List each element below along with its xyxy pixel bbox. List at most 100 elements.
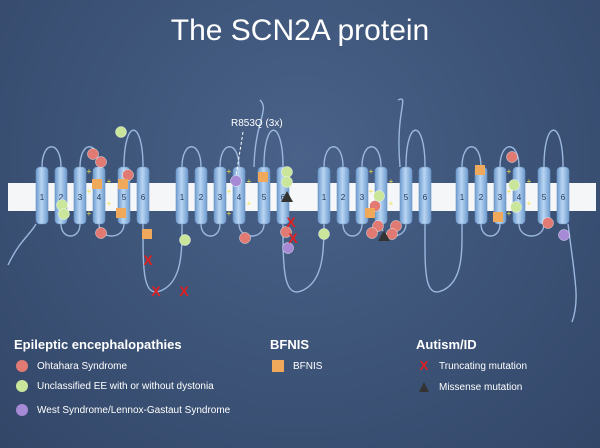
segment-number: 2 <box>341 193 346 202</box>
segment-number: 1 <box>180 193 185 202</box>
helix-segment: 4 <box>512 166 526 225</box>
ohtahara-mutation-marker <box>239 232 251 244</box>
missense-triangle-icon <box>419 382 429 392</box>
legend-item-truncating: X Truncating mutation <box>418 358 527 373</box>
helix-segment: 1 <box>455 166 469 225</box>
segment-number: 1 <box>322 193 327 202</box>
slide-title: The SCN2A protein <box>170 14 430 47</box>
charge-plus: + <box>507 167 512 176</box>
unclassified-mutation-marker <box>281 176 293 188</box>
helix-segment: 6 <box>136 166 150 225</box>
helix-segment: 2 <box>336 166 350 225</box>
segment-number: 5 <box>542 193 547 202</box>
annotation-label: R853Q (3x) <box>231 118 283 129</box>
legend-label: Ohtahara Syndrome <box>37 360 128 372</box>
helix-segment: 3 <box>213 166 227 225</box>
ohtahara-mutation-marker <box>95 156 107 168</box>
charge-markers: ++++++++++++++++++++ <box>87 167 532 218</box>
legend-label: West Syndrome/Lennox-Gastaut Syndrome <box>37 404 231 416</box>
truncating-x-icon: X <box>419 358 429 373</box>
segment-number: 6 <box>561 193 566 202</box>
west-mutation-marker <box>230 175 242 187</box>
ohtahara-mutation-marker <box>506 151 518 163</box>
bfnis-mutation-marker <box>365 208 375 218</box>
legend-item-unclassified: Unclassified EE with or without dystonia <box>16 380 214 392</box>
charge-plus: + <box>87 187 92 196</box>
legend-heading-epileptic: Epileptic encephalopathies <box>14 337 182 352</box>
bfnis-square-icon <box>272 360 284 372</box>
truncating-mutation-marker: X <box>286 214 296 230</box>
segment-number: 5 <box>262 193 267 202</box>
helix-segment: 2 <box>194 166 208 225</box>
segment-number: 4 <box>517 193 522 202</box>
charge-plus: + <box>247 177 252 186</box>
west-dot-icon <box>16 404 28 416</box>
helix-segment: 5 <box>537 166 551 225</box>
segment-number: 6 <box>423 193 428 202</box>
charge-plus: + <box>527 199 532 208</box>
charge-plus: + <box>107 177 112 186</box>
charge-plus: + <box>369 187 374 196</box>
segment-number: 1 <box>40 193 45 202</box>
helix-segment: 4 <box>92 166 106 225</box>
missense-mutation-marker <box>378 230 390 241</box>
charge-plus: + <box>107 199 112 208</box>
charge-plus: + <box>227 167 232 176</box>
ohtahara-mutation-marker <box>386 228 398 240</box>
segment-number: 3 <box>218 193 223 202</box>
legend-label: BFNIS <box>293 360 323 372</box>
bfnis-mutation-marker <box>116 208 126 218</box>
unclassified-mutation-marker <box>508 179 520 191</box>
legend-label: Unclassified EE with or without dystonia <box>37 380 214 392</box>
segment-number: 5 <box>404 193 409 202</box>
legend-item-ohtahara: Ohtahara Syndrome <box>16 360 127 372</box>
charge-plus: + <box>527 177 532 186</box>
bfnis-mutation-marker <box>258 172 268 182</box>
charge-plus: + <box>87 209 92 218</box>
truncating-mutation-marker: X <box>151 283 161 299</box>
segment-number: 4 <box>97 193 102 202</box>
legend-heading-bfnis: BFNIS <box>270 337 309 352</box>
ohtahara-mutation-marker <box>87 148 99 160</box>
west-mutation-marker <box>282 242 294 254</box>
helix-segment: 6 <box>418 166 432 225</box>
segment-number: 2 <box>199 193 204 202</box>
ohtahara-mutation-marker <box>366 227 378 239</box>
segment-number: 5 <box>122 193 127 202</box>
charge-plus: + <box>247 199 252 208</box>
charge-plus: + <box>389 199 394 208</box>
legend-item-bfnis: BFNIS <box>272 360 322 372</box>
bfnis-mutation-marker <box>92 179 102 189</box>
segment-number: 1 <box>460 193 465 202</box>
legend-heading-autism: Autism/ID <box>416 337 477 352</box>
truncating-mutation-marker: X <box>143 252 153 268</box>
bfnis-mutation-marker <box>475 165 485 175</box>
ohtahara-mutation-marker <box>122 169 134 181</box>
charge-plus: + <box>227 209 232 218</box>
ohtahara-mutation-marker <box>95 227 107 239</box>
segment-number: 6 <box>281 193 286 202</box>
unclassified-mutation-marker <box>58 208 70 220</box>
segment-number: 6 <box>141 193 146 202</box>
charge-plus: + <box>87 167 92 176</box>
segment-number: 4 <box>237 193 242 202</box>
helix-segment: 5 <box>399 166 413 225</box>
segment-number: 3 <box>498 193 503 202</box>
legend-item-missense: Missense mutation <box>418 381 522 393</box>
ohtahara-mutation-marker <box>542 217 554 229</box>
truncating-mutation-marker: X <box>179 283 189 299</box>
helix-segment: 1 <box>35 166 49 225</box>
helix-segment: 6 <box>556 166 570 225</box>
protein-backbone <box>7 98 577 323</box>
charge-plus: + <box>227 187 232 196</box>
charge-plus: + <box>369 167 374 176</box>
helix-segment: 3 <box>73 166 87 225</box>
legend-label: Missense mutation <box>439 381 523 393</box>
unclassified-mutation-marker <box>318 228 330 240</box>
charge-plus: + <box>507 209 512 218</box>
helix-segment: 2 <box>474 166 488 225</box>
bfnis-mutation-marker <box>118 179 128 189</box>
